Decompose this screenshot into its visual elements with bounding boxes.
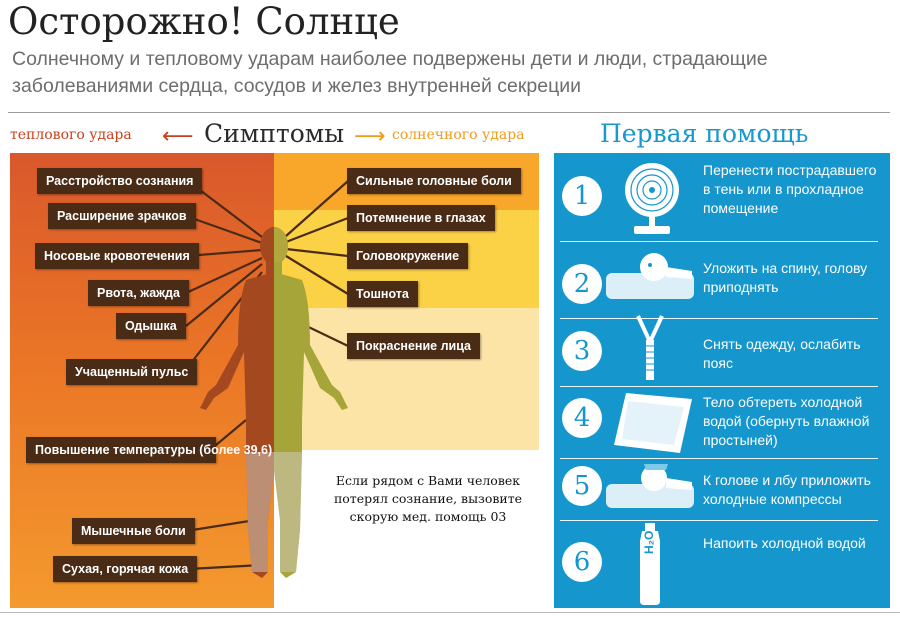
heat-symptom-5: Одышка [116,313,186,339]
step-text-2: Уложить на спину, голову приподнять [703,260,868,295]
water-bottle-icon [640,523,660,605]
step-text-4: Тело обтереть холодной водой (обернуть в… [703,394,870,448]
step-text-5: К голове и лбу приложить холодные компре… [703,472,871,507]
first-aid-panel [554,153,890,608]
page-title: Осторожно! Солнце [8,0,400,43]
bottle-label: H₂O [642,530,656,554]
step-text-6: Напоить холодной водой [703,535,866,551]
heat-symptom-3: Носовые кровотечения [35,243,199,269]
step-number-3: 3 [562,331,602,371]
step-divider [560,386,878,387]
heat-symptom-8: Мышечные боли [72,518,195,544]
first-aid-title: Первая помощь [600,119,809,148]
zipper-icon [636,315,664,380]
step-number-1: 1 [562,176,602,216]
heat-symptom-6: Учащенный пульс [66,359,198,385]
sun-symptom-4: Тошнота [347,281,418,307]
step-number-6: 6 [562,542,602,582]
arrow-right-icon: ⟶ [354,124,386,149]
cold-compress-icon [606,464,694,508]
heat-symptom-9: Сухая, горячая кожа [53,556,198,582]
step-text-1: Перенести пострадавшего в тень или в про… [703,162,877,216]
lying-person-icon [606,253,694,299]
fan-icon [625,163,679,234]
heat-symptom-2: Расширение зрачков [48,203,196,229]
emergency-note: Если рядом с Вами человек потерял сознан… [333,473,523,524]
step-number-2: 2 [562,264,602,304]
step-divider [560,520,878,521]
arrow-left-icon: ⟵ [162,124,194,149]
divider [8,112,890,113]
symptoms-title: Симптомы [204,119,345,148]
sun-stroke-label: солнечного удара [392,127,525,143]
step-divider [560,458,878,459]
step-divider [560,318,878,319]
heat-symptom-1: Расстройство сознания [37,168,203,194]
first-aid-icons [606,163,694,605]
sun-symptom-5: Покраснение лица [347,333,480,359]
sun-symptom-3: Головокружение [347,243,469,269]
heat-stroke-label: теплового удара [10,127,132,143]
step-divider [560,241,878,242]
step-text-3: Снять одежду, ослабить пояс [703,336,861,371]
body-legs-faded [246,452,302,572]
step-number-5: 5 [562,466,602,506]
sun-symptom-2: Потемнение в глазах [347,205,495,231]
heat-symptom-4: Рвота, жажда [88,280,189,306]
heat-symptom-7: Повышение температуры (более 39,6) [26,437,272,463]
wet-sheet-icon [614,393,692,453]
step-number-4: 4 [562,398,602,438]
page-subtitle: Солнечному и тепловому ударам наиболее п… [12,48,768,97]
sun-symptom-1: Сильные головные боли [347,168,521,194]
bottom-divider [0,612,900,613]
